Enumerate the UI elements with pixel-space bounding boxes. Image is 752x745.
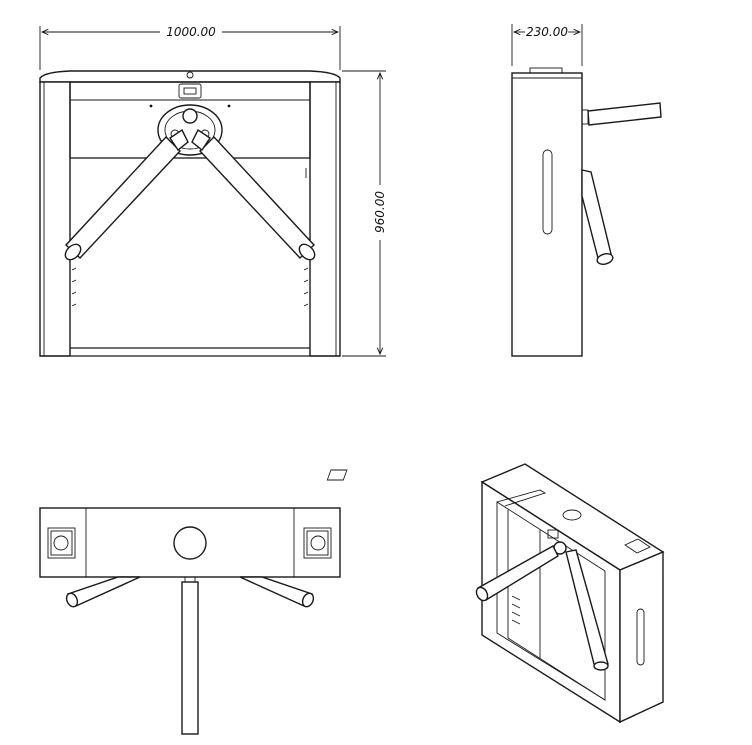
- side-view: [511, 67, 662, 357]
- height-dimension: 960.00: [342, 70, 387, 357]
- width-dimension: 1000.00: [39, 25, 341, 70]
- depth-dimension-label: 230.00: [526, 25, 568, 39]
- depth-dimension: 230.00: [511, 24, 583, 66]
- front-view: [39, 70, 341, 357]
- top-view: [39, 507, 341, 735]
- height-dimension-label: 960.00: [373, 191, 387, 233]
- isometric-view: [326, 463, 665, 724]
- width-dimension-label: 1000.00: [166, 25, 216, 39]
